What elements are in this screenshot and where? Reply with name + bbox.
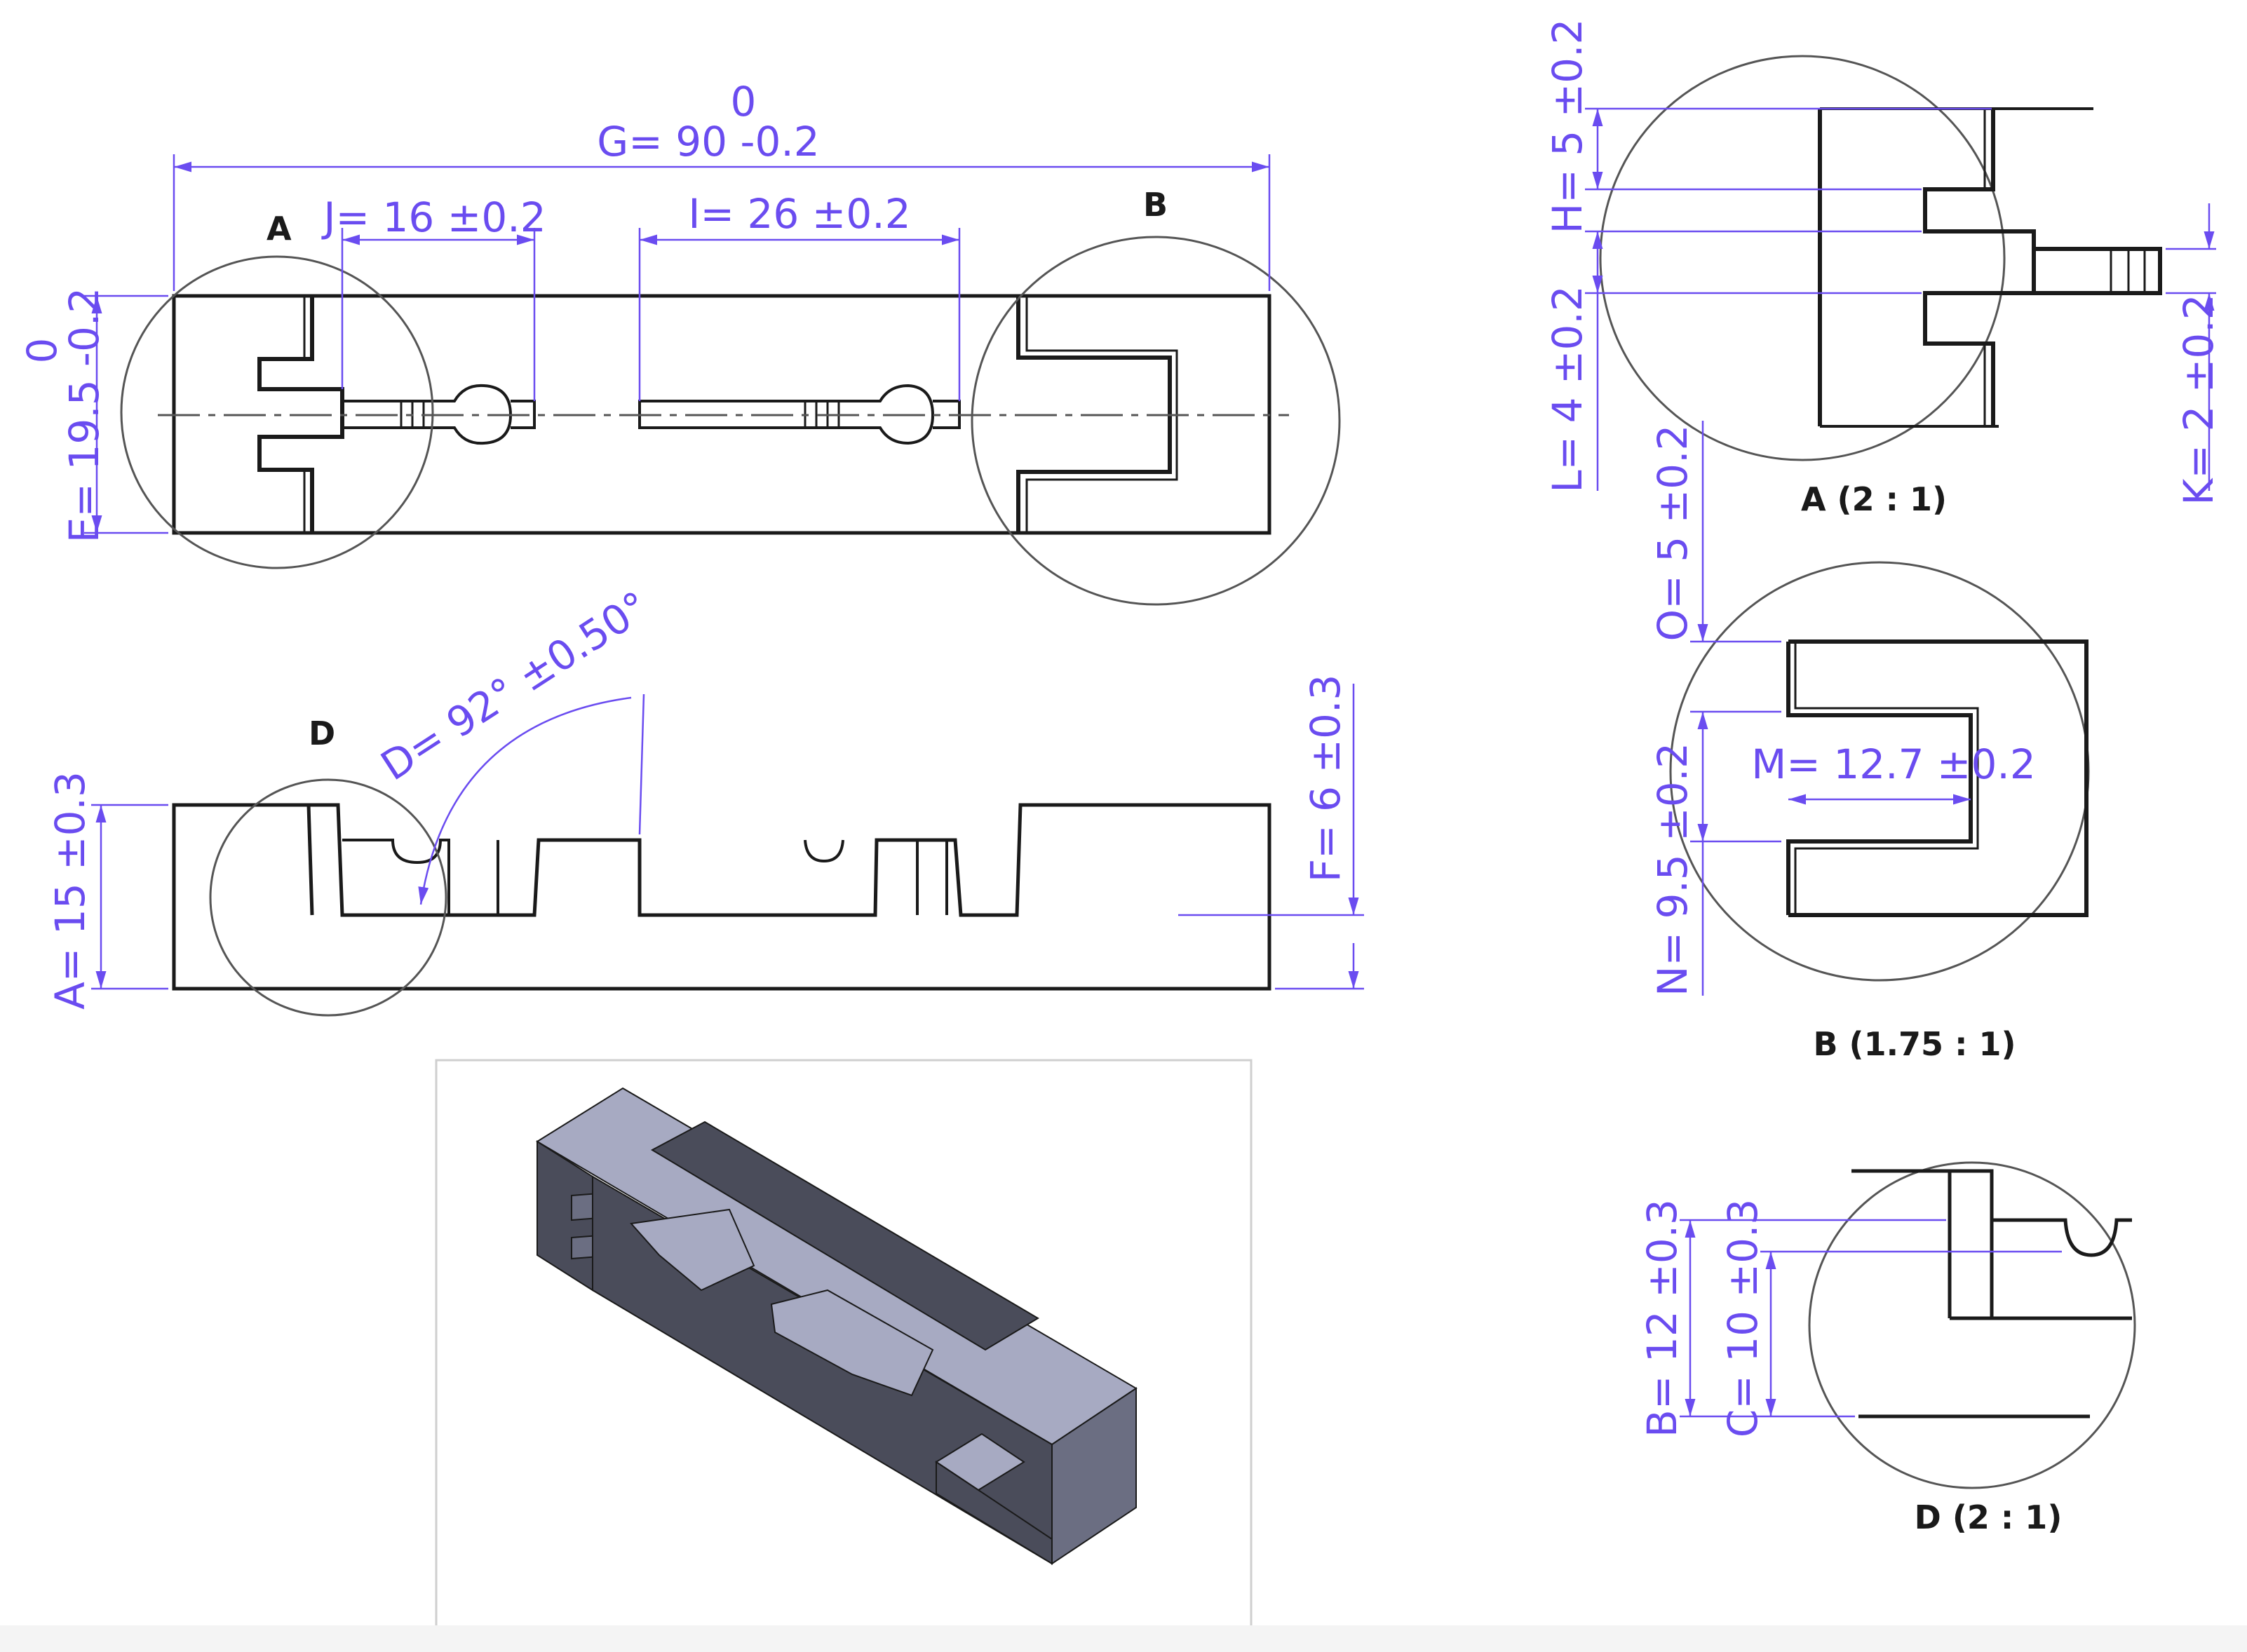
circle-label-a: A [266,210,292,248]
dim-a: A= 15 ±0.3 [46,771,94,1010]
top-view-dimensions [84,154,1271,534]
detail-a-dimensions [1585,107,2216,491]
detail-b [1669,561,2090,982]
detail-d-dimensions [1680,1219,2062,1418]
detail-d [1808,1161,2136,1489]
detail-circle-d [209,778,447,1017]
dim-o: O= 5 ±0.2 [1649,425,1696,642]
side-view-outline [172,803,1271,991]
dim-k: K= 2 ±0.2 [2175,294,2222,505]
dim-h: H= 5 ±0.2 [1544,19,1591,234]
dim-i: I= 26 ±0.2 [688,190,910,238]
dim-c: C= 10 ±0.3 [1719,1199,1767,1438]
detail-a-label: A (2 : 1) [1801,480,1947,518]
detail-b-label: B (1.75 : 1) [1813,1025,2016,1063]
detail-d-label: D (2 : 1) [1915,1498,2063,1536]
detail-circle-a [120,255,434,569]
dim-m: M= 12.7 ±0.2 [1751,740,2036,788]
circle-label-b: B [1143,186,1168,224]
iso-end-pocket-side [936,1461,1053,1565]
side-view-notch-right [804,839,948,915]
dim-g-upper: 0 [731,78,757,126]
iso-end-face [1051,1387,1137,1565]
detail-circle-b [971,236,1341,606]
dim-b: B= 12 ±0.3 [1638,1199,1686,1437]
detail-a-circle [1599,55,2006,461]
side-view [172,803,1271,991]
detail-a [1599,55,2162,461]
iso-left-slot-feature [630,1208,755,1292]
dim-n: N= 9.5 ±0.2 [1649,743,1696,996]
detail-b-dimensions [1690,421,1971,996]
isometric-view [536,1087,1138,1565]
dim-f: F= 6 ±0.3 [1302,675,1349,883]
circle-label-d: D [309,715,335,752]
top-view [172,294,1271,535]
iso-pocket [650,1120,1039,1351]
detail-d-circle [1808,1161,2136,1489]
side-view-step-left [306,804,314,916]
iso-right-slot-feature [770,1289,934,1397]
bottom-strip [0,1625,2247,1652]
top-view-left-profile [257,296,344,533]
dim-e: E= 19.5 -0.2 [60,287,108,543]
side-view-notch-left [342,839,499,915]
dim-j: J= 16 ±0.2 [321,194,546,241]
side-view-dimensions [91,684,1364,990]
dim-d-angle: D= 92° ±0.50° [372,582,657,790]
dim-g: G= 90 -0.2 [597,118,819,165]
dim-e-upper: 0 [18,338,66,364]
dim-l: L= 4 ±0.2 [1544,285,1591,493]
